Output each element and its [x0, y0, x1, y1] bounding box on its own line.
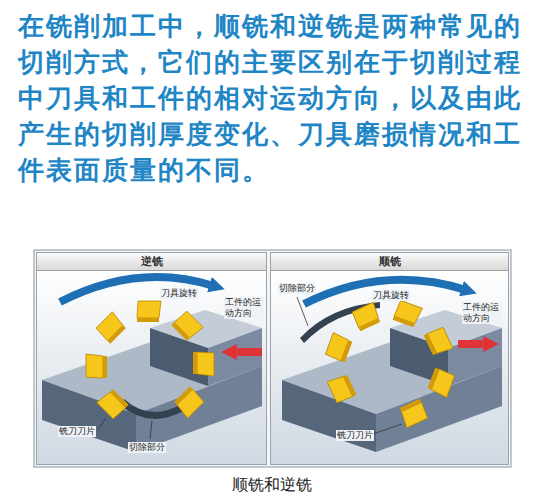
leader-line — [373, 424, 402, 434]
part-label: 工件的运动方向 — [462, 302, 502, 324]
part-label: 切除部分 — [278, 283, 316, 294]
leader-line — [150, 421, 152, 439]
rotation-arrow — [60, 277, 214, 302]
part-label: 切除部分 — [128, 442, 166, 453]
milling-insert — [325, 333, 353, 363]
milling-insert — [193, 352, 214, 376]
workpiece-face — [282, 380, 376, 452]
cutter-inserts — [86, 301, 214, 420]
uncut-face — [448, 328, 502, 386]
workpiece — [282, 302, 502, 452]
feed-arrow — [458, 340, 488, 348]
milling-insert — [137, 301, 161, 322]
part-label: 工件的运动方向 — [224, 297, 264, 319]
workpiece-face — [42, 380, 136, 452]
part-label: 铣刀刀片 — [336, 430, 374, 441]
figure-frame — [34, 250, 511, 467]
panel-header: 逆铣 — [37, 253, 266, 271]
milling-insert — [393, 300, 423, 328]
milling-insert — [173, 386, 205, 418]
leader-line — [99, 418, 106, 428]
part-label: 刀具旋转 — [160, 288, 198, 299]
leader-line — [297, 297, 308, 326]
figure-caption: 顺铣和逆铣 — [0, 474, 544, 496]
milling-insert — [398, 399, 429, 428]
cutter-inserts — [325, 300, 455, 428]
milling-insert — [424, 326, 453, 357]
milling-insert — [86, 354, 107, 378]
milling-insert — [327, 373, 356, 404]
part-label: 铣刀刀片 — [58, 426, 96, 437]
milling-insert — [171, 310, 203, 342]
milling-insert — [351, 302, 382, 331]
intro-heading: 在铣削加工中，顺铣和逆铣是两种常见的切削方式，它们的主要区别在于切削过程中刀具和… — [18, 8, 530, 188]
panel-header: 顺铣 — [271, 253, 508, 271]
milling-insert — [95, 312, 127, 344]
rotation-arrow — [304, 280, 466, 304]
part-label: 刀具旋转 — [372, 290, 410, 301]
milling-insert — [427, 368, 455, 398]
uncut-face — [208, 328, 262, 386]
panel-ground — [270, 270, 509, 465]
workpiece — [42, 310, 262, 452]
feed-arrow — [232, 348, 262, 356]
milling-insert — [97, 388, 129, 420]
panel-ground — [36, 270, 267, 465]
workpiece-face — [376, 366, 502, 452]
